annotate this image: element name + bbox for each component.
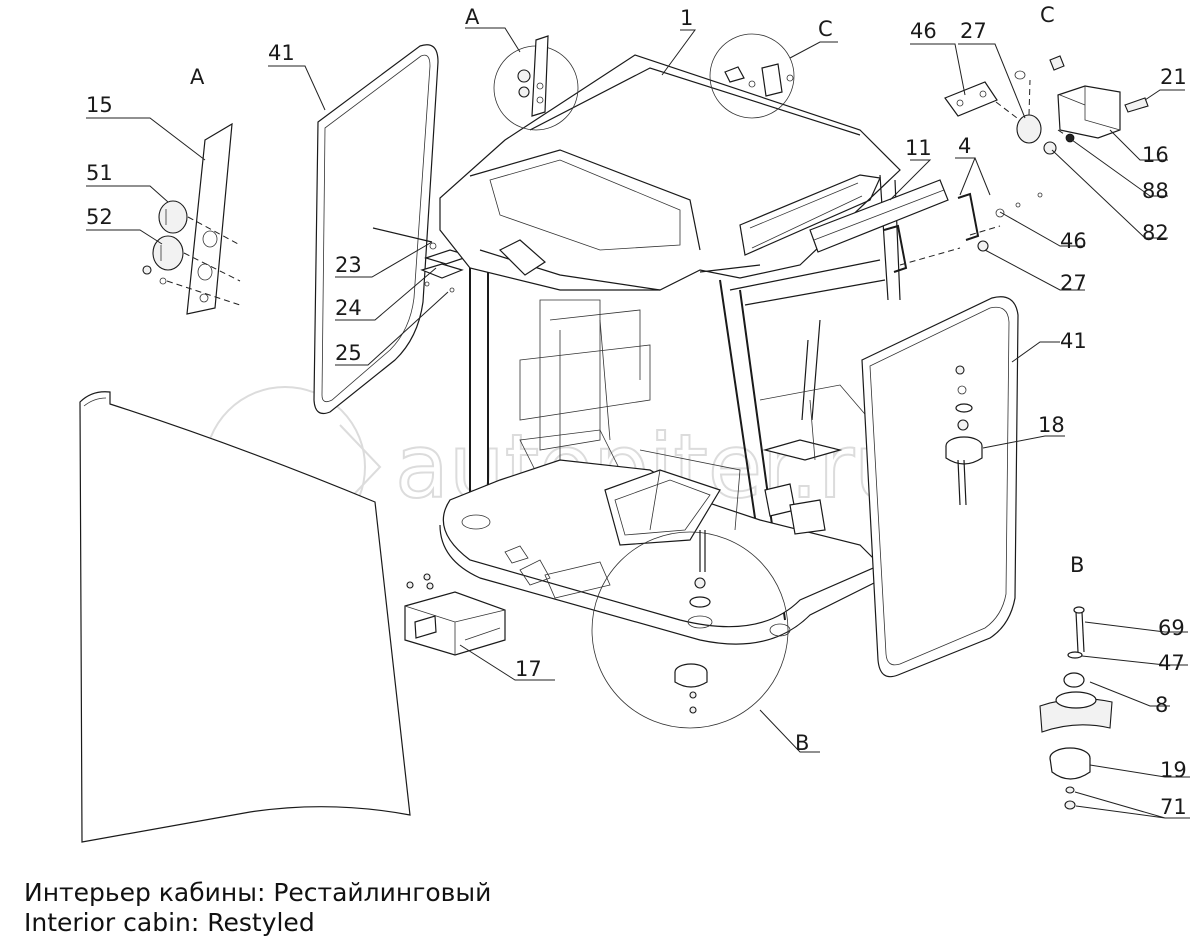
callout-4: 4 xyxy=(958,134,971,158)
callout-41-left: 41 xyxy=(268,41,295,65)
door-glass-right xyxy=(861,296,1019,678)
callout-51: 51 xyxy=(86,161,113,185)
mount-stack-18 xyxy=(945,365,983,506)
handles-4 xyxy=(809,179,1043,273)
caption-english: Interior cabin: Restyled xyxy=(24,908,315,937)
tray-17 xyxy=(404,573,506,656)
detail-c-parts xyxy=(944,55,1149,155)
view-label-c-top: C xyxy=(818,17,833,41)
callout-16: 16 xyxy=(1142,143,1169,167)
callout-41-right: 41 xyxy=(1060,329,1087,353)
callout-15: 15 xyxy=(86,93,113,117)
detail-view-a xyxy=(493,35,579,131)
caption-russian: Интерьер кабины: Рестайлинговый xyxy=(24,878,492,907)
detail-view-c xyxy=(709,33,795,119)
callout-46-right: 46 xyxy=(1060,229,1087,253)
view-label-c-right: C xyxy=(1040,3,1055,27)
curved-side-panel xyxy=(79,391,411,843)
callout-24: 24 xyxy=(335,296,362,320)
callout-88: 88 xyxy=(1142,179,1169,203)
callout-8: 8 xyxy=(1155,693,1168,717)
callout-25: 25 xyxy=(335,341,362,365)
plate-15 xyxy=(142,122,241,315)
callout-27-top: 27 xyxy=(960,19,987,43)
callout-1: 1 xyxy=(680,6,693,30)
detail-view-b xyxy=(591,530,789,729)
callout-21: 21 xyxy=(1160,65,1187,89)
callout-47: 47 xyxy=(1158,651,1185,675)
callout-46-top: 46 xyxy=(910,19,937,43)
callout-82: 82 xyxy=(1142,221,1169,245)
callout-17: 17 xyxy=(515,657,542,681)
callout-23: 23 xyxy=(335,253,362,277)
part-labels: A 15 51 52 41 23 24 25 A 1 C 46 27 C 21 … xyxy=(86,3,1187,819)
view-label-b-bottom: B xyxy=(795,731,809,755)
view-label-b-right: B xyxy=(1070,553,1084,577)
view-label-a-left: A xyxy=(190,65,205,89)
callout-27-right: 27 xyxy=(1060,271,1087,295)
leader-lines xyxy=(86,27,1190,819)
callout-52: 52 xyxy=(86,205,113,229)
callout-11: 11 xyxy=(905,136,932,160)
detail-b-parts xyxy=(1039,606,1113,810)
callout-71: 71 xyxy=(1160,795,1187,819)
view-label-a-top: A xyxy=(465,5,480,29)
callout-69: 69 xyxy=(1158,616,1185,640)
cabin-frame xyxy=(439,54,901,645)
callout-19: 19 xyxy=(1160,758,1187,782)
callout-18: 18 xyxy=(1038,413,1065,437)
